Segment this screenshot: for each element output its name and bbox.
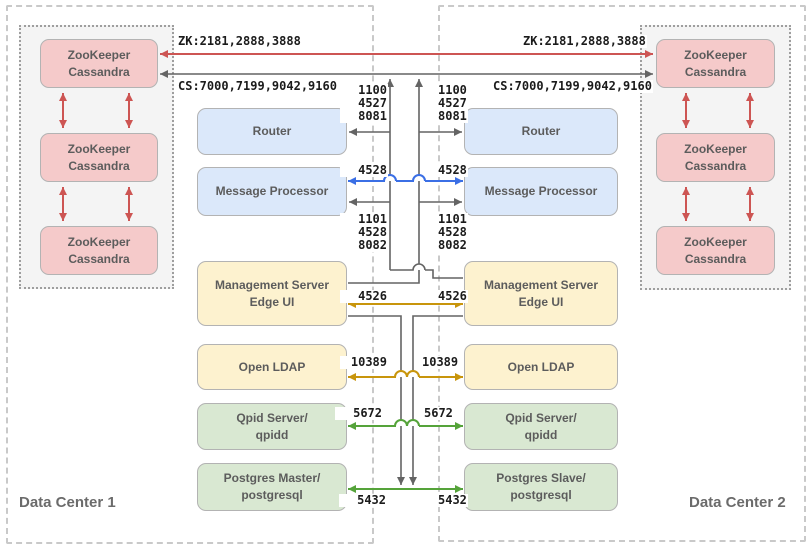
mgmt-port-label-right: 4526 (437, 289, 468, 303)
pg-port-label-left: 5432 (339, 494, 387, 507)
data-center-1-zone (6, 5, 374, 544)
postgres-slave-box: Postgres Slave/ postgresql (464, 463, 618, 511)
zk-cassandra-node: ZooKeeper Cassandra (40, 39, 158, 88)
open-ldap-dc1-box: Open LDAP (197, 344, 347, 390)
ldap-port-label-left: 10389 (340, 356, 388, 369)
mgmt-port-label-left: 4526 (340, 290, 388, 303)
data-center-2-zone (438, 5, 806, 542)
ms1-to-cassandra-link (348, 79, 423, 284)
data-center-2-label: Data Center 2 (689, 494, 786, 511)
qpid-port-label-left: 5672 (335, 407, 383, 420)
mp-sync-port-label-right: 4528 (437, 163, 468, 177)
qpid-server-dc1-box: Qpid Server/ qpidd (197, 403, 347, 450)
cs-ports-label-left: CS:7000,7199,9042,9160 (177, 79, 338, 93)
ms2-down-link (409, 315, 463, 485)
zk-cassandra-node: ZooKeeper Cassandra (40, 226, 158, 275)
qpid-server-dc2-box: Qpid Server/ qpidd (464, 403, 618, 450)
management-server-dc1-box: Management Server Edge UI (197, 261, 347, 326)
mp-ports-label-right: 1101 4528 8082 (437, 212, 468, 252)
message-processor-dc1-box: Message Processor (197, 167, 347, 216)
router-dc2-box: Router (464, 108, 618, 155)
zk-cassandra-node: ZooKeeper Cassandra (656, 39, 775, 88)
postgres-master-box: Postgres Master/ postgresql (197, 463, 347, 511)
data-center-1-label: Data Center 1 (19, 494, 116, 511)
pg-port-label-right: 5432 (437, 493, 468, 507)
zk-ports-label-left: ZK:2181,2888,3888 (177, 34, 302, 48)
message-processor-dc2-box: Message Processor (464, 167, 618, 216)
cs-ports-label-right: CS:7000,7199,9042,9160 (492, 79, 653, 93)
router-ports-label-right: 1100 4527 8081 (437, 83, 468, 123)
ms1-down-link (348, 315, 405, 485)
management-server-dc2-box: Management Server Edge UI (464, 261, 618, 326)
ldap-port-label-right: 10389 (421, 355, 460, 369)
zk-cassandra-node: ZooKeeper Cassandra (656, 226, 775, 275)
open-ldap-dc2-box: Open LDAP (464, 344, 618, 390)
mp-sync-port-label-left: 4528 (340, 164, 388, 177)
router-dc1-box: Router (197, 108, 347, 155)
mp-ports-label-left: 1101 4528 8082 (340, 213, 388, 252)
qpid-port-label-right: 5672 (423, 406, 454, 420)
router-ports-label-left: 1100 4527 8081 (340, 84, 388, 123)
zk-cassandra-node: ZooKeeper Cassandra (40, 133, 158, 182)
zk-ports-label-right: ZK:2181,2888,3888 (522, 34, 647, 48)
ms2-link-jump (390, 263, 463, 279)
zk-cassandra-node: ZooKeeper Cassandra (656, 133, 775, 182)
